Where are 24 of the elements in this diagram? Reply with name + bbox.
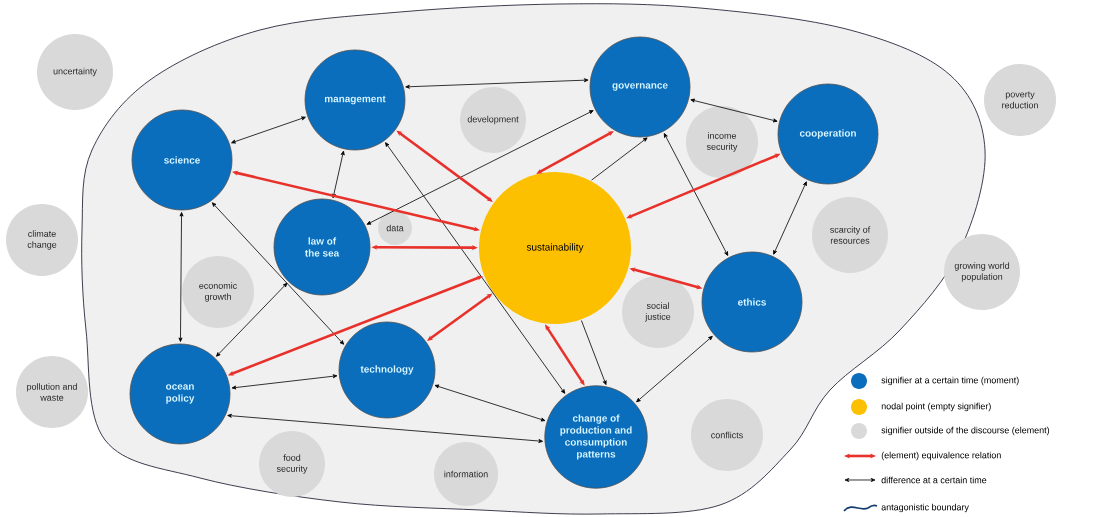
equivalence-arrow: [536, 131, 614, 174]
legend-text: nodal point (empty signifier): [881, 402, 991, 412]
arrow: [581, 320, 607, 385]
legend-text: signifier at a certain time (moment): [881, 376, 1019, 386]
arrow: [231, 116, 306, 144]
legend-text: antagonistic boundary: [881, 503, 969, 513]
arrow: [385, 142, 566, 394]
arrow: [405, 78, 589, 89]
arrow: [178, 212, 184, 342]
arrow: [331, 150, 345, 199]
arrow: [636, 335, 713, 403]
arrow: [216, 282, 288, 357]
arrow: [663, 133, 729, 256]
arrow: [434, 384, 546, 422]
arrow: [690, 98, 778, 123]
arrow: [211, 202, 345, 345]
arrow: [231, 374, 338, 390]
legend-text: signifier outside of the discourse (element): [881, 426, 1050, 436]
arrow: [366, 110, 594, 225]
arrow: [773, 181, 807, 255]
arrow: [591, 137, 648, 181]
arrow: [227, 413, 543, 443]
legend-text: (element) equivalence relation: [881, 451, 1001, 461]
legend-text: difference at a certain time: [881, 476, 987, 484]
